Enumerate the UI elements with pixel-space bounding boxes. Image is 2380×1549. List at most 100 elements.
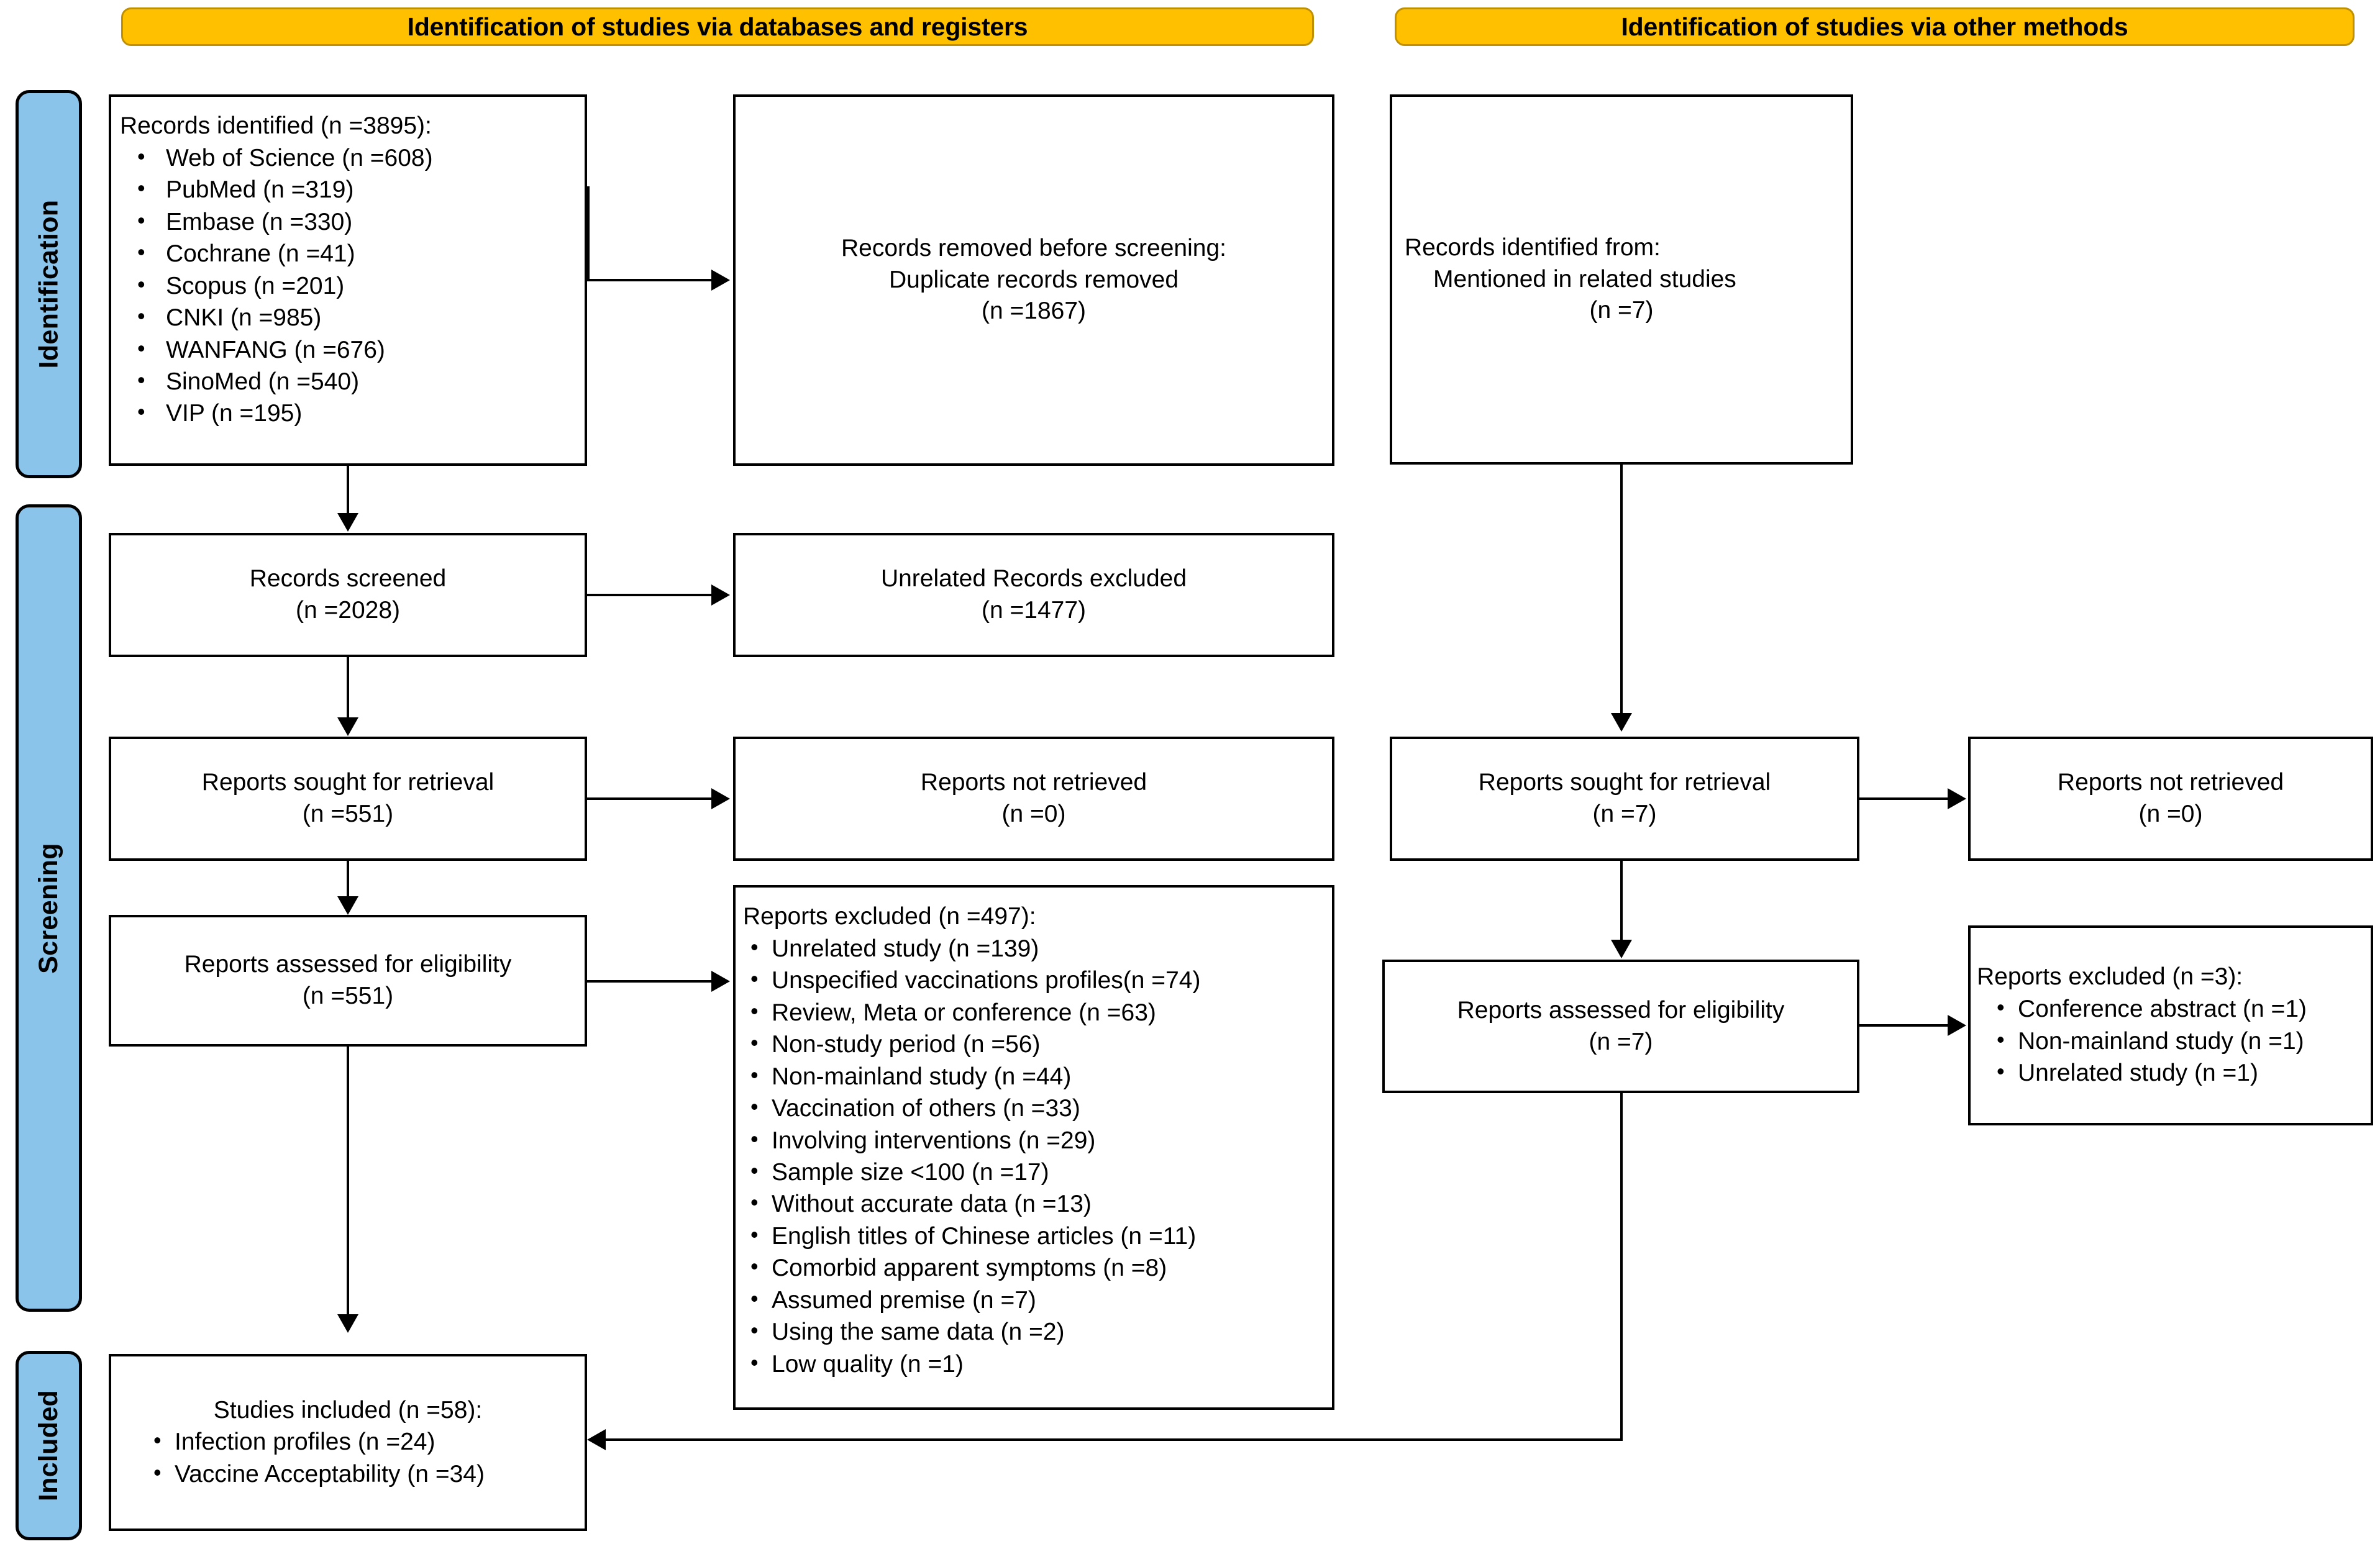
connector-identified-to-removed bbox=[587, 279, 711, 281]
connector-identified-to-screened bbox=[347, 466, 349, 514]
records-identified-lead: Records identified (n =3895): bbox=[120, 112, 432, 139]
arrowhead-right-assessed-to-excluded bbox=[1948, 1015, 1966, 1036]
records-identified-other-line3: (n =7) bbox=[1405, 295, 1838, 327]
studies-included-lead-text: Studies included (n =58): bbox=[213, 1396, 483, 1424]
box-reports-not-retrieved-left: Reports not retrieved (n =0) bbox=[733, 737, 1334, 861]
list-item: Sample size <100 (n =17) bbox=[743, 1156, 1326, 1188]
list-item: Infection profiles (n =24) bbox=[142, 1425, 578, 1458]
records-removed-suffix: : bbox=[1220, 234, 1226, 261]
reports-sought-right-line1: Reports sought for retrieval bbox=[1478, 769, 1771, 796]
stage-label-identification-text: Identification bbox=[34, 199, 64, 369]
list-item: Conference abstract (n =1) bbox=[1986, 993, 2364, 1025]
box-reports-assessed-right: Reports assessed for eligibility (n =7) bbox=[1382, 960, 1859, 1093]
reports-not-retrieved-left-line1: Reports not retrieved bbox=[920, 769, 1147, 796]
reports-excluded-left-lead: Reports excluded (n =497): bbox=[743, 903, 1036, 930]
arrowhead-assessed-to-included bbox=[337, 1314, 358, 1333]
list-item: Review, Meta or conference (n =63) bbox=[743, 996, 1326, 1029]
header-other-methods: Identification of studies via other meth… bbox=[1395, 7, 2355, 46]
stage-label-included: Included bbox=[16, 1351, 82, 1540]
list-item: Assumed premise (n =7) bbox=[743, 1284, 1326, 1316]
box-reports-sought-right: Reports sought for retrieval (n =7) bbox=[1390, 737, 1859, 861]
reports-sought-right-line2: (n =7) bbox=[1592, 801, 1657, 827]
reports-excluded-right-list: Conference abstract (n =1) Non-mainland … bbox=[1977, 993, 2364, 1089]
reports-assessed-right-line1: Reports assessed for eligibility bbox=[1457, 996, 1785, 1024]
reports-sought-left-line2: (n =551) bbox=[302, 801, 394, 827]
connector-screened-to-excluded bbox=[587, 594, 711, 596]
box-records-removed-before-screening: Records removed before screening: Duplic… bbox=[733, 94, 1334, 466]
connector-right-sought-to-assessed bbox=[1620, 861, 1623, 942]
stage-label-screening: Screening bbox=[16, 504, 82, 1312]
connector-other-identified-to-sought bbox=[1620, 465, 1623, 714]
connector-sought-to-assessed bbox=[347, 861, 349, 897]
arrowhead-sought-to-not-retrieved bbox=[711, 788, 730, 809]
box-studies-included: Studies included (n =58): Infection prof… bbox=[109, 1354, 587, 1531]
records-identified-source-list: Web of Science (n =608) PubMed (n =319) … bbox=[120, 142, 576, 430]
list-item: English titles of Chinese articles (n =1… bbox=[743, 1220, 1326, 1252]
connector-identified-to-removed-stub bbox=[587, 186, 590, 280]
stage-label-included-text: Included bbox=[34, 1389, 63, 1502]
arrowhead-right-sought-to-assessed bbox=[1611, 940, 1632, 958]
list-item: WANFANG (n =676) bbox=[120, 333, 576, 366]
list-item: Scopus (n =201) bbox=[120, 270, 576, 302]
arrowhead-sought-to-assessed bbox=[337, 896, 358, 915]
list-item: Comorbid apparent symptoms (n =8) bbox=[743, 1251, 1326, 1284]
arrowhead-screened-to-excluded bbox=[711, 584, 730, 606]
connector-screened-to-sought bbox=[347, 657, 349, 719]
unrelated-excluded-line1: Unrelated Records excluded bbox=[880, 565, 1187, 593]
header-databases-registers: Identification of studies via databases … bbox=[121, 7, 1314, 46]
list-item: Unrelated study (n =1) bbox=[1986, 1056, 2364, 1089]
list-item: Non-mainland study (n =44) bbox=[743, 1060, 1326, 1092]
list-item: PubMed (n =319) bbox=[120, 173, 576, 206]
box-reports-excluded-left: Reports excluded (n =497): Unrelated stu… bbox=[733, 885, 1334, 1410]
arrowhead-other-identified-to-sought bbox=[1611, 713, 1632, 732]
records-removed-prefix: Records removed bbox=[841, 234, 1039, 261]
list-item: Unrelated study (n =139) bbox=[743, 932, 1326, 965]
box-records-identified-other: Records identified from: Mentioned in re… bbox=[1390, 94, 1853, 465]
header-other-methods-label: Identification of studies via other meth… bbox=[1621, 12, 2128, 41]
reports-assessed-left-line1: Reports assessed for eligibility bbox=[184, 951, 512, 978]
connector-right-sought-to-not-retrieved bbox=[1859, 797, 1949, 800]
stage-label-screening-text: Screening bbox=[34, 842, 64, 974]
arrowhead-identified-to-removed bbox=[711, 270, 730, 291]
arrowhead-right-assessed-to-included bbox=[587, 1429, 606, 1450]
box-records-screened: Records screened (n =2028) bbox=[109, 533, 587, 657]
box-reports-not-retrieved-right: Reports not retrieved (n =0) bbox=[1968, 737, 2373, 861]
list-item: VIP (n =195) bbox=[120, 397, 576, 429]
connector-right-assessed-to-included bbox=[606, 1438, 1623, 1441]
records-identified-other-count: (n =7) bbox=[1589, 297, 1654, 324]
list-item: Cochrane (n =41) bbox=[120, 237, 576, 270]
reports-assessed-left-line2: (n =551) bbox=[302, 983, 394, 1009]
list-item: Low quality (n =1) bbox=[743, 1348, 1326, 1380]
arrowhead-screened-to-sought bbox=[337, 717, 358, 736]
connector-assessed-to-included bbox=[347, 1047, 349, 1315]
unrelated-excluded-line2: (n =1477) bbox=[981, 597, 1087, 624]
records-removed-italic: before screening bbox=[1039, 234, 1220, 261]
connector-assessed-to-excluded bbox=[587, 980, 711, 983]
list-item: Vaccine Acceptability (n =34) bbox=[142, 1458, 578, 1490]
list-item: Using the same data (n =2) bbox=[743, 1315, 1326, 1348]
studies-included-lead: Studies included (n =58): bbox=[117, 1395, 578, 1427]
arrowhead-right-sought-to-not-retrieved bbox=[1948, 788, 1966, 809]
box-records-identified: Records identified (n =3895): Web of Sci… bbox=[109, 94, 587, 466]
reports-excluded-left-list: Unrelated study (n =139) Unspecified vac… bbox=[743, 932, 1326, 1381]
list-item: Embase (n =330) bbox=[120, 206, 576, 238]
reports-assessed-right-line2: (n =7) bbox=[1589, 1028, 1653, 1055]
list-item: SinoMed (n =540) bbox=[120, 365, 576, 397]
connector-sought-to-not-retrieved bbox=[587, 797, 711, 800]
records-screened-line1: Records screened bbox=[249, 565, 447, 593]
box-reports-sought-left: Reports sought for retrieval (n =551) bbox=[109, 737, 587, 861]
reports-excluded-right-lead: Reports excluded (n =3): bbox=[1977, 963, 2243, 991]
list-item: Unspecified vaccinations profiles(n =74) bbox=[743, 964, 1326, 996]
header-databases-registers-label: Identification of studies via databases … bbox=[407, 12, 1028, 41]
list-item: Involving interventions (n =29) bbox=[743, 1124, 1326, 1156]
list-item: Web of Science (n =608) bbox=[120, 142, 576, 174]
connector-right-assessed-to-excluded bbox=[1859, 1024, 1949, 1027]
records-removed-line1: Records removed before screening: bbox=[736, 233, 1332, 265]
box-unrelated-records-excluded: Unrelated Records excluded (n =1477) bbox=[733, 533, 1334, 657]
arrowhead-identified-to-screened bbox=[337, 513, 358, 532]
reports-not-retrieved-right-line1: Reports not retrieved bbox=[2057, 769, 2284, 796]
list-item: Non-study period (n =56) bbox=[743, 1028, 1326, 1060]
records-removed-line3: (n =1867) bbox=[981, 298, 1087, 325]
records-identified-other-line2: Mentioned in related studies bbox=[1433, 265, 1736, 293]
